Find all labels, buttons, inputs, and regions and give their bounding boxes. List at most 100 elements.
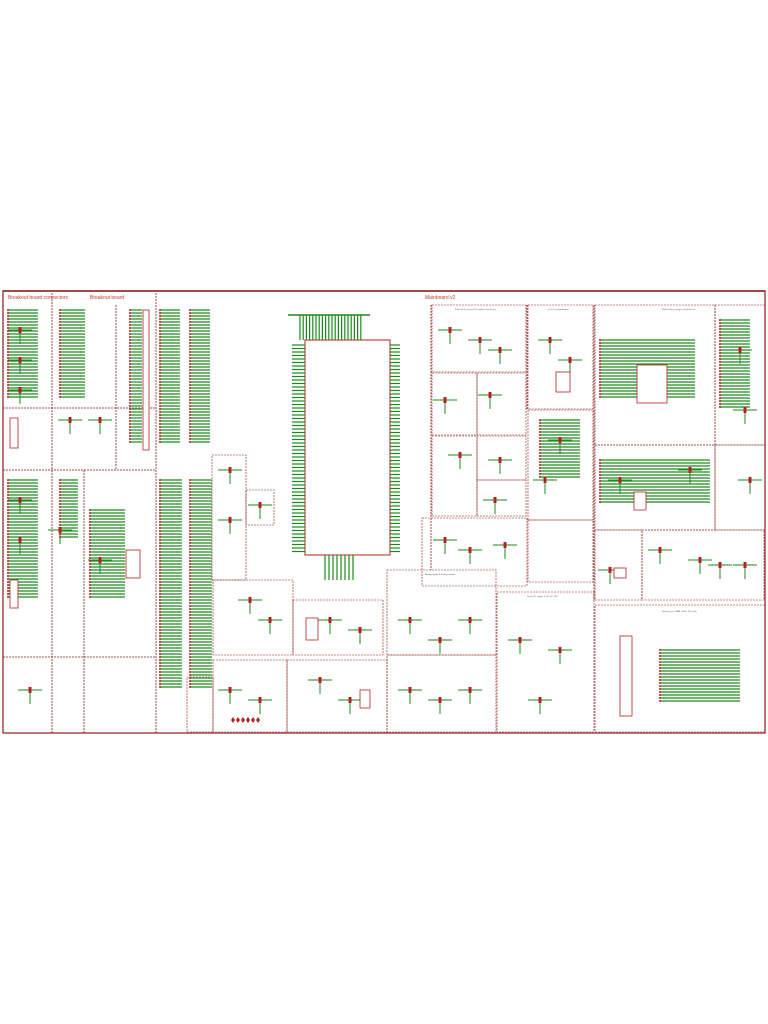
header-pin [59, 348, 61, 350]
title-breakout-connectors: Breakout board connectors [8, 295, 69, 301]
header-pin [189, 590, 191, 592]
header-pin [159, 348, 161, 350]
header-pin [7, 485, 9, 487]
header-pin [159, 506, 161, 508]
header-pin [7, 318, 9, 320]
header-pin [59, 339, 61, 341]
header-pin [599, 393, 601, 395]
header-pin [59, 509, 61, 511]
header-pin [59, 369, 61, 371]
header-pin [659, 700, 661, 702]
header-pin [7, 500, 9, 502]
header-pin [129, 381, 131, 383]
header-pin [159, 330, 161, 332]
header-pin [89, 563, 91, 565]
header-pin [159, 671, 161, 673]
component-part [448, 327, 452, 333]
component-part [698, 557, 702, 563]
header-pin [59, 342, 61, 344]
header-pin [7, 545, 9, 547]
header-pin [189, 393, 191, 395]
header-pin [159, 563, 161, 565]
header-pin [189, 354, 191, 356]
header-pin [159, 575, 161, 577]
header-pin [189, 638, 191, 640]
header-pin [159, 399, 161, 401]
header-pin [659, 670, 661, 672]
component-part [743, 407, 747, 413]
header-pin [159, 632, 161, 634]
header-pin [159, 435, 161, 437]
component-part [443, 397, 447, 403]
component-part [328, 617, 332, 623]
header-pin [189, 650, 191, 652]
header-pin [539, 476, 541, 478]
header-pin [159, 485, 161, 487]
component-part [468, 547, 472, 553]
title-analog: Analog inputs & analog outputs [425, 573, 456, 576]
component-part [18, 497, 22, 503]
header-pin [189, 524, 191, 526]
header-pin [189, 554, 191, 556]
header-pin [719, 340, 721, 342]
header-pin [719, 364, 721, 366]
header-pin [189, 617, 191, 619]
header-pin [59, 521, 61, 523]
header-pin [159, 629, 161, 631]
header-pin [7, 315, 9, 317]
header-pin [189, 309, 191, 311]
header-pin [7, 566, 9, 568]
header-pin [129, 402, 131, 404]
header-pin [659, 685, 661, 687]
header-pin [89, 548, 91, 550]
connector-symbol [231, 717, 235, 723]
header-pin [189, 584, 191, 586]
header-pin [189, 333, 191, 335]
header-pin [7, 521, 9, 523]
header-pin [189, 351, 191, 353]
header-pin [159, 602, 161, 604]
header-pin [7, 509, 9, 511]
header-pin [59, 333, 61, 335]
header-pin [189, 387, 191, 389]
header-pin [189, 620, 191, 622]
header-pin [599, 372, 601, 374]
header-pin [59, 485, 61, 487]
header-pin [599, 489, 601, 491]
header-pin [189, 560, 191, 562]
header-pin [59, 387, 61, 389]
header-pin [129, 339, 131, 341]
header-pin [59, 506, 61, 508]
component-part [248, 597, 252, 603]
component-part [408, 687, 412, 693]
header-pin [159, 381, 161, 383]
header-pin [159, 542, 161, 544]
header-pin [599, 471, 601, 473]
header-pin [159, 479, 161, 481]
header-pin [129, 372, 131, 374]
header-pin [89, 536, 91, 538]
header-pin [159, 608, 161, 610]
header-pin [159, 509, 161, 511]
header-pin [189, 569, 191, 571]
header-pin [7, 360, 9, 362]
component-part [718, 562, 722, 568]
header-pin [599, 339, 601, 341]
header-pin [159, 369, 161, 371]
header-pin [159, 500, 161, 502]
header-pin [189, 363, 191, 365]
header-pin [129, 420, 131, 422]
header-pin [189, 527, 191, 529]
header-pin [189, 390, 191, 392]
title-memory: Memory (ext. RAM, Flash, SD card) [662, 610, 697, 613]
header-pin [189, 384, 191, 386]
header-pin [159, 650, 161, 652]
header-pin [7, 342, 9, 344]
header-pin [7, 587, 9, 589]
header-pin [659, 688, 661, 690]
header-pin [129, 315, 131, 317]
header-pin [189, 629, 191, 631]
header-pin [89, 596, 91, 598]
header-pin [189, 530, 191, 532]
header-pin [599, 378, 601, 380]
